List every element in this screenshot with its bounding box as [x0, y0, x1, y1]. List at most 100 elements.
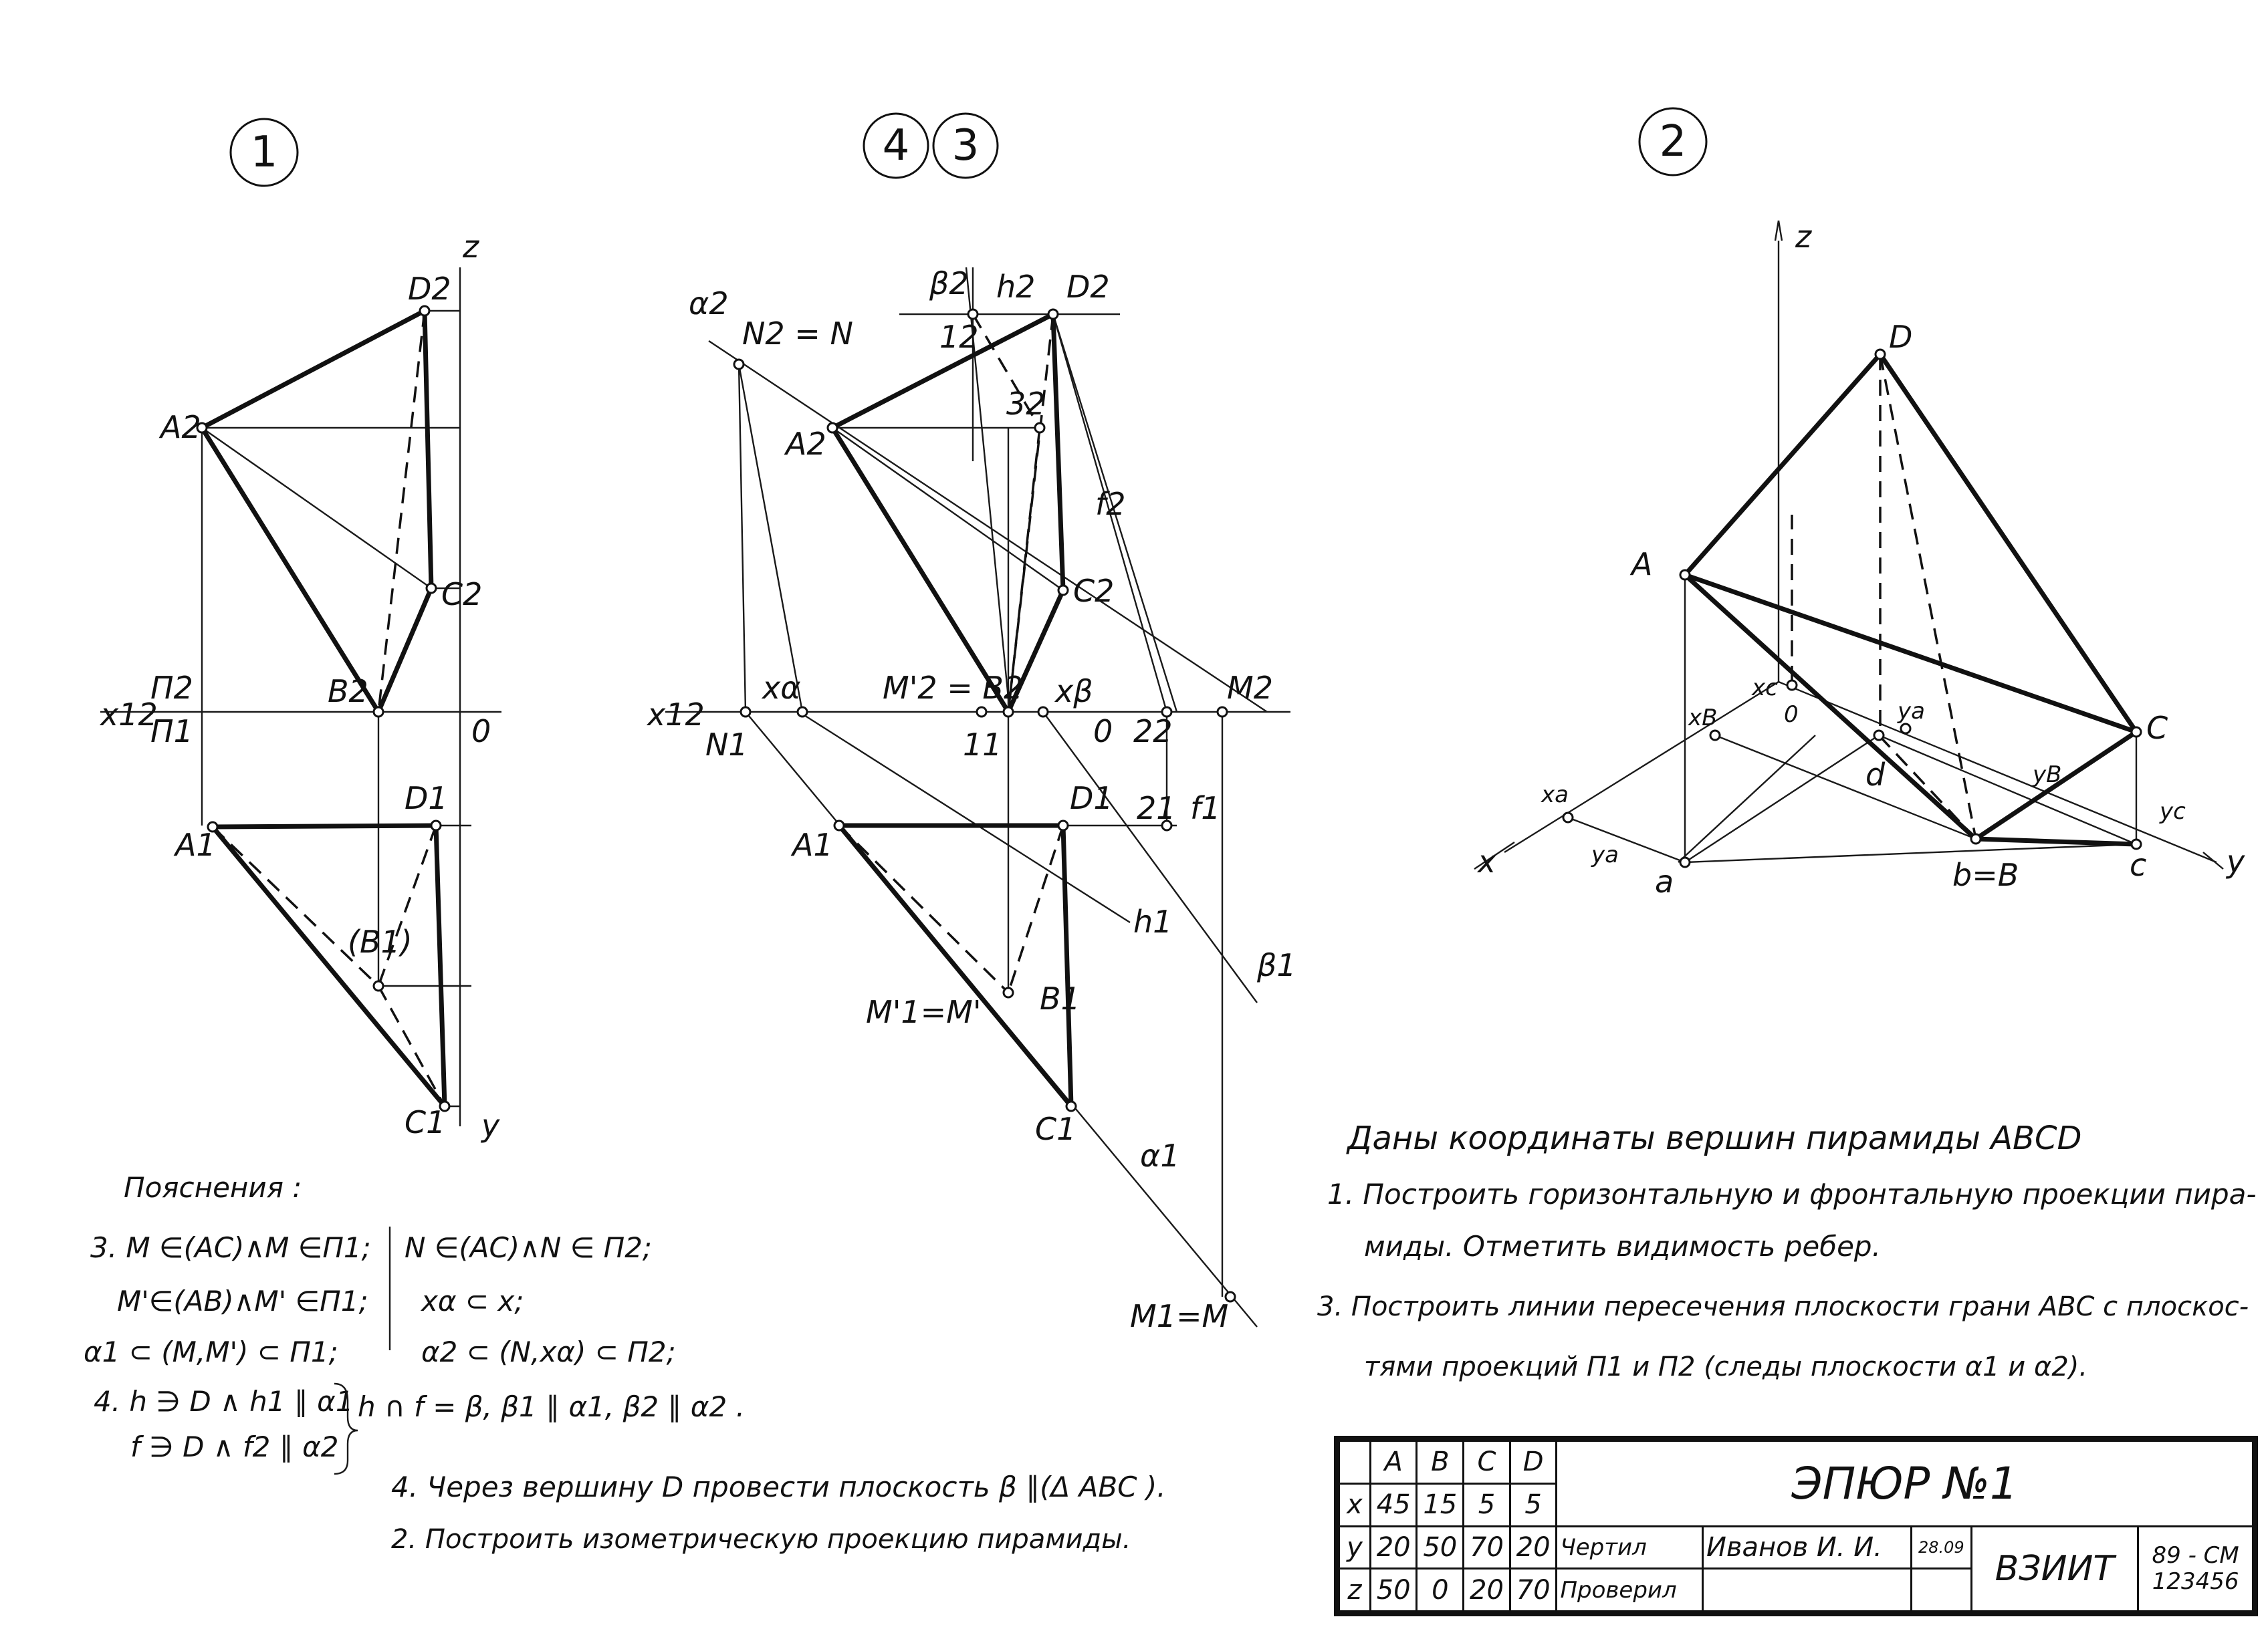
stamp-cell: 20: [1369, 1525, 1418, 1570]
svg-text:2: 2: [1660, 117, 1687, 166]
iso-point-a: [1679, 856, 1691, 868]
label-B2: B2: [328, 673, 368, 709]
stamp-code-1: 89 - СМ: [2152, 1541, 2239, 1569]
svg-text:C1: C1: [1035, 1111, 1076, 1147]
svg-text:M'1=M': M'1=M': [866, 994, 981, 1030]
task-4: 4. Через вершину D провести плоскость β …: [391, 1471, 1166, 1503]
note-line: 4. h ∋ D ∧ h1 ∥ α1: [94, 1385, 354, 1418]
point-xa: [796, 706, 808, 718]
stamp-cell: 20: [1462, 1567, 1511, 1612]
view-2-isometric: z D A xc 0 xB ya d yB C yc xa x y ya a b…: [1474, 219, 2245, 900]
task-given: Даны координаты вершин пирамиды ABCD: [1347, 1120, 2082, 1157]
view-number-4: 4: [863, 112, 929, 179]
point-M1: [1002, 987, 1014, 999]
iso-point-A: [1679, 569, 1691, 581]
svg-text:a: a: [1655, 864, 1674, 900]
note-line: h ∩ f = β, β1 ∥ α1, β2 ∥ α2 .: [358, 1390, 745, 1423]
iso-point-B: [1970, 833, 1982, 845]
task-1a: 1. Построить горизонтальную и фронтальну…: [1327, 1178, 2257, 1211]
stamp-header: D: [1508, 1440, 1558, 1485]
svg-text:1: 1: [251, 128, 278, 177]
iso-point-D: [1874, 348, 1886, 360]
svg-text:32: 32: [1006, 386, 1046, 422]
label-B1: (B1): [348, 924, 413, 960]
svg-text:A1: A1: [790, 827, 833, 863]
view-1-orthographic: z D2 A2 C2 B2 П2 П1 x12 0 D1 A1 (B1) C1 …: [99, 229, 501, 1144]
point-M2: [1216, 706, 1228, 718]
point-A1b: [833, 820, 845, 832]
svg-text:D2: D2: [1066, 269, 1110, 305]
stamp-checked-date: [1910, 1567, 1972, 1612]
view-number-2: 2: [1638, 107, 1708, 176]
iso-point-d: [1873, 729, 1885, 741]
label-P2: П2: [150, 670, 193, 706]
svg-text:xc: xc: [1751, 674, 1778, 701]
svg-text:C: C: [2146, 710, 2168, 746]
view-number-3: 3: [932, 112, 999, 179]
label-z: z: [462, 229, 479, 265]
iso-point-xB: [1709, 729, 1721, 741]
svg-text:f1: f1: [1190, 790, 1220, 826]
point-D2b: [1047, 308, 1059, 320]
view-number-1: 1: [229, 118, 299, 187]
task-3b: тями проекций П1 и П2 (следы плоскости α…: [1364, 1352, 2088, 1382]
svg-text:D: D: [1889, 319, 1912, 355]
svg-text:M2: M2: [1227, 670, 1273, 706]
point-21: [1161, 820, 1173, 832]
stamp-header: C: [1462, 1440, 1511, 1485]
point-A2b: [826, 422, 838, 434]
point-N1: [740, 706, 752, 718]
point-D2: [419, 305, 431, 317]
stamp-cell: 50: [1415, 1525, 1465, 1570]
point-A2: [196, 422, 208, 434]
point-B2: [372, 706, 384, 718]
svg-text:ya: ya: [1591, 842, 1619, 868]
svg-text:ya: ya: [1897, 698, 1925, 725]
label-D1: D1: [405, 780, 448, 816]
note-line: α2 ⊂ (N,xα) ⊂ П2;: [421, 1336, 676, 1368]
svg-text:xB: xB: [1688, 705, 1717, 731]
stamp-cell: 0: [1415, 1567, 1465, 1612]
svg-text:f2: f2: [1095, 486, 1125, 522]
svg-text:yc: yc: [2159, 798, 2186, 825]
svg-text:xβ: xβ: [1054, 673, 1093, 709]
stamp-axis: y: [1338, 1525, 1371, 1570]
svg-text:A2: A2: [784, 426, 826, 462]
point-11: [1002, 706, 1014, 718]
task-2: 2. Построить изометрическую проекцию пир…: [391, 1524, 1131, 1555]
svg-text:0: 0: [1093, 713, 1113, 749]
point-C1: [439, 1100, 451, 1112]
svg-text:A: A: [1629, 546, 1652, 582]
stamp-corner: [1338, 1440, 1371, 1485]
note-line: M'∈(AB)∧M' ∈П1;: [117, 1285, 368, 1317]
stamp-date: 28.09: [1910, 1525, 1972, 1570]
svg-text:α2: α2: [689, 285, 729, 322]
iso-point-ya: [1900, 723, 1912, 735]
task-3a: 3. Построить линии пересечения плоскости…: [1317, 1291, 2249, 1322]
svg-text:β1: β1: [1256, 947, 1296, 983]
svg-text:21: 21: [1137, 790, 1176, 826]
point-C2b: [1057, 584, 1069, 596]
point-D1b: [1057, 820, 1069, 832]
stamp-org: ВЗИИТ: [1970, 1525, 2140, 1612]
svg-text:yB: yB: [2032, 761, 2061, 788]
note-line: f ∋ D ∧ f2 ∥ α2: [130, 1430, 339, 1463]
point-N2: [733, 358, 745, 370]
stamp-header: A: [1369, 1440, 1418, 1485]
stamp-title: ЭПЮР №1: [1555, 1440, 2254, 1527]
notes-heading: Пояснения :: [124, 1171, 302, 1204]
svg-text:β2: β2: [929, 265, 969, 301]
stamp-drew-name: Иванов И. И.: [1701, 1525, 1913, 1570]
label-P1: П1: [150, 713, 193, 749]
svg-text:0: 0: [1784, 701, 1799, 728]
iso-y-axis: [1778, 680, 2217, 864]
point-xb: [1037, 706, 1049, 718]
label-D2: D2: [408, 271, 451, 307]
svg-text:d: d: [1865, 757, 1886, 793]
label-origin: 0: [471, 713, 491, 749]
stamp-cell: 45: [1369, 1482, 1418, 1527]
svg-text:x12: x12: [646, 697, 705, 733]
stamp-drew-label: Чертил: [1555, 1525, 1704, 1570]
